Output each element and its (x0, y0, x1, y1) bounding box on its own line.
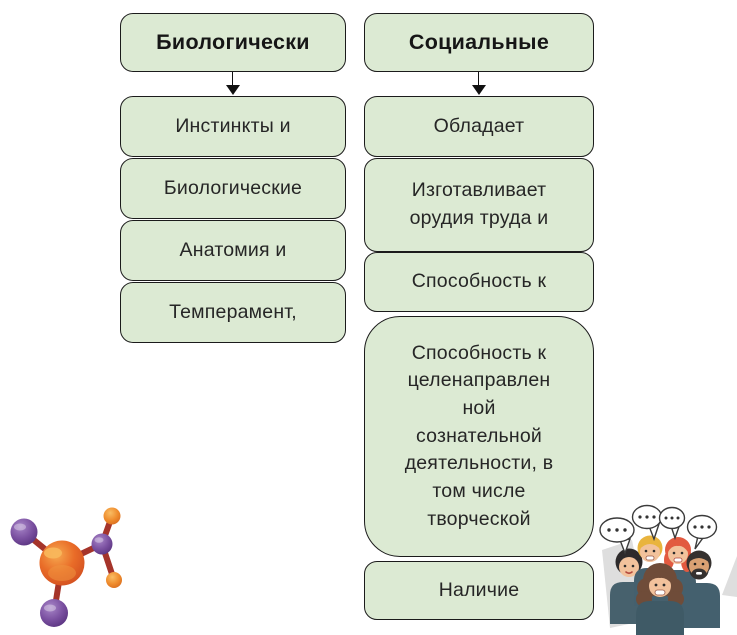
biological-header-box: Биологически (120, 13, 346, 72)
people-group-illustration (599, 504, 737, 635)
social-box-possesses: Обладает (364, 96, 594, 157)
arrow-line (231, 72, 234, 85)
atom-purple-top-left (10, 518, 38, 546)
atom-orange-top-right (103, 507, 121, 525)
box-label: Способность к (411, 270, 547, 293)
box-label: Изготавливает орудия труда и (409, 179, 549, 229)
arrow-head (225, 85, 240, 95)
box-label: Анатомия и (179, 238, 287, 261)
biological-header-label: Биологически (156, 30, 310, 55)
arrow-head (471, 85, 486, 95)
arrow-down-social-icon (471, 72, 486, 95)
biological-box-biological: Биологические (120, 158, 346, 219)
arrow-line (477, 72, 480, 85)
person-beard-man (680, 550, 720, 628)
speech-bubble-2 (631, 504, 663, 542)
biological-box-anatomy: Анатомия и (120, 220, 346, 281)
box-label: Темперамент, (169, 300, 297, 323)
speech-bubble-icons (599, 504, 718, 556)
speech-bubble-4 (686, 514, 718, 550)
platform-shape-right (722, 556, 737, 597)
molecule-illustration (10, 507, 122, 627)
box-label: Биологические (163, 176, 303, 199)
speech-bubble-1 (599, 517, 635, 556)
social-box-makes-tools: Изготавливает орудия труда и (364, 158, 594, 252)
social-header-label: Социальные (408, 30, 550, 55)
biological-box-instincts: Инстинкты и (120, 96, 346, 157)
person-curly-hair-front (636, 563, 684, 635)
box-label: Обладает (433, 114, 525, 137)
atom-purple-bottom (40, 599, 68, 627)
arrow-down-biological-icon (225, 72, 240, 95)
box-label: Наличие (438, 578, 520, 601)
social-box-purposeful-activity: Способность к целенаправлен ной сознател… (364, 316, 594, 557)
social-box-ability: Способность к (364, 252, 594, 312)
social-box-presence: Наличие (364, 561, 594, 620)
box-label: Инстинкты и (175, 114, 291, 137)
atom-purple-middle (91, 533, 113, 555)
biological-box-temperament: Темперамент, (120, 282, 346, 343)
social-header-box: Социальные (364, 13, 594, 72)
box-label: Способность к целенаправлен ной сознател… (404, 341, 554, 530)
speech-bubble-3 (658, 506, 686, 541)
atom-orange-bottom-right (106, 572, 122, 588)
